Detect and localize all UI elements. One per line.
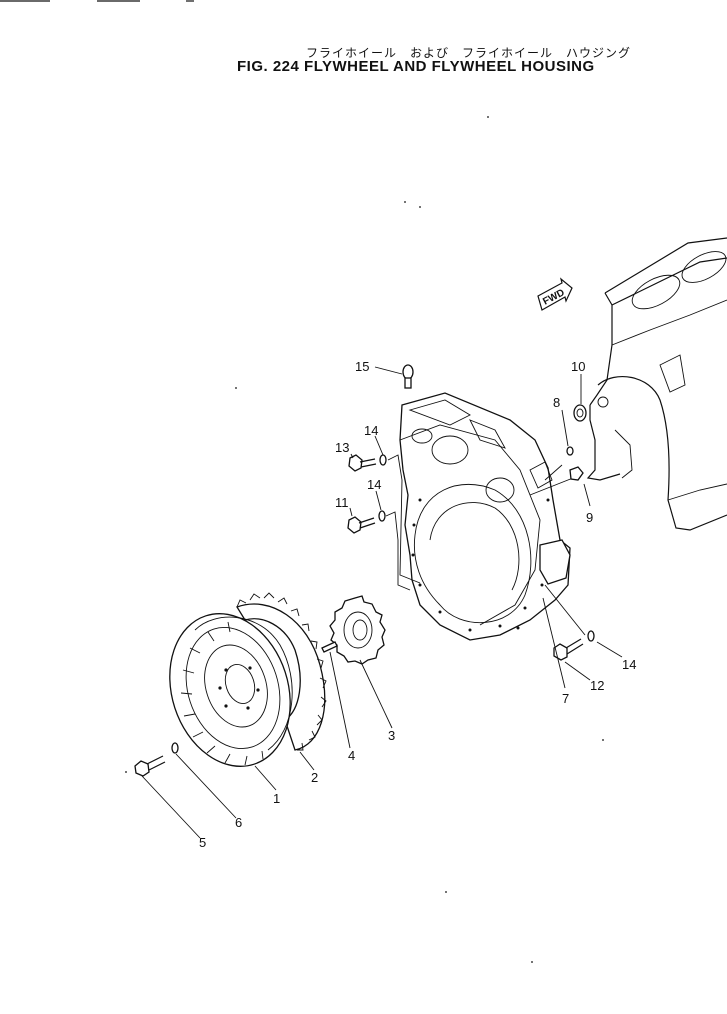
idler-gear	[329, 595, 386, 665]
callout-2: 2	[311, 770, 318, 785]
callout-12: 12	[590, 678, 604, 693]
callout-3: 3	[388, 728, 395, 743]
callout-14-lower: 14	[622, 657, 636, 672]
callout-6: 6	[235, 815, 242, 830]
callout-5: 5	[199, 835, 206, 850]
assembly-guide-lines	[385, 454, 586, 636]
callout-labels: 15 10 8 9 14 13 14 11 14 12 7 3 4 2 1 6 …	[199, 359, 636, 850]
housing-bolt-right	[553, 630, 595, 661]
eye-bolt	[402, 364, 414, 389]
oil-seal	[573, 404, 587, 422]
figure-title: FIG. 224 FLYWHEEL AND FLYWHEEL HOUSING	[237, 58, 595, 75]
callout-4: 4	[348, 748, 355, 763]
dowel-pin	[566, 446, 574, 456]
fwd-label: FWD	[541, 287, 566, 307]
figure-title-japanese: フライホイール および フライホイール ハウジング	[306, 46, 632, 60]
flywheel-bolt	[134, 755, 166, 777]
drain-plug	[569, 466, 584, 481]
callout-10: 10	[571, 359, 585, 374]
housing-bolt-upper	[348, 454, 387, 472]
callout-7: 7	[562, 691, 569, 706]
flywheel-washer	[171, 742, 179, 754]
callout-8: 8	[553, 395, 560, 410]
callout-14-middle: 14	[367, 477, 381, 492]
engine-block	[586, 237, 727, 531]
callout-leaders	[141, 366, 623, 839]
housing-bolt-lower	[347, 510, 386, 534]
callout-15: 15	[355, 359, 369, 374]
flywheel	[169, 613, 293, 767]
callout-14-upper: 14	[364, 423, 378, 438]
forward-direction-tag: FWD	[537, 277, 573, 311]
callout-13: 13	[335, 440, 349, 455]
ring-gear	[236, 592, 327, 751]
callout-1: 1	[273, 791, 280, 806]
scan-specks	[125, 116, 604, 963]
callout-11: 11	[335, 495, 349, 510]
callout-9: 9	[586, 510, 593, 525]
gear-shaft	[321, 641, 338, 653]
